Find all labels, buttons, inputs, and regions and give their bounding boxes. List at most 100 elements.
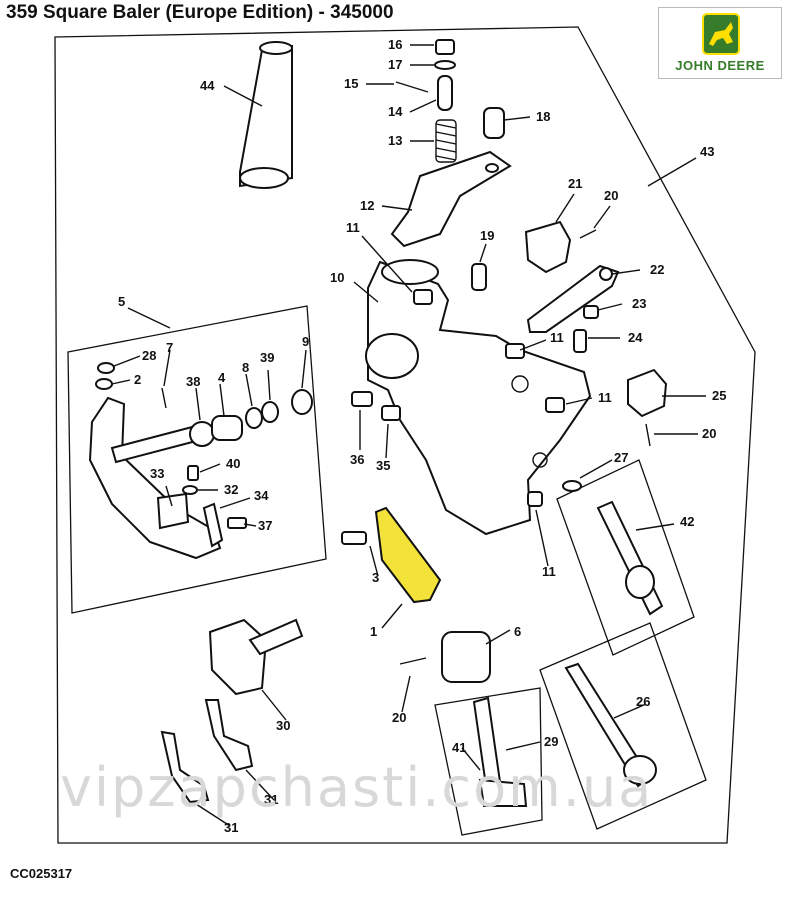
callout-30: 30 [276,718,290,733]
callout-44: 44 [200,78,215,93]
bolt-24 [573,329,587,353]
fitting-11c [545,397,565,413]
callout-41: 41 [452,740,466,755]
watermark: vipzapchasti.com.ua [60,756,653,819]
callout-5: 5 [118,294,125,309]
hub-30 [208,618,304,696]
callout-13: 13 [388,133,402,148]
callout-9: 9 [302,334,309,349]
callout-16: 16 [388,37,402,52]
callout-20-right: 20 [702,426,716,441]
nut-32 [182,485,198,495]
fitting-11a [413,289,433,305]
cotter-pin-15 [395,81,429,93]
callout-31-right: 31 [264,792,278,807]
pin-20c [399,657,427,665]
fitting-11d [527,491,543,507]
callout-27: 27 [614,450,628,465]
group-29-box [434,687,543,836]
bolt-40 [187,465,199,481]
callout-24: 24 [628,330,643,345]
bolt-3 [341,531,367,545]
washer-2 [95,378,113,390]
bolt-37 [227,517,247,529]
plate-33 [156,492,190,530]
callout-20-bottom: 20 [392,710,406,725]
lever-31a [160,730,210,804]
washer-9 [291,389,313,415]
pin-20a [579,229,597,239]
callout-19: 19 [480,228,494,243]
callout-34: 34 [254,488,269,503]
callout-42: 42 [680,514,694,529]
group-5-box [67,305,327,614]
callout-11-mid: 11 [550,330,564,345]
callout-12: 12 [360,198,374,213]
callout-40: 40 [226,456,240,471]
brand-logo: JOHN DEERE [658,7,782,79]
shaft-29 [472,696,528,807]
callout-38: 38 [186,374,200,389]
pin-14 [437,75,453,111]
leader-lines [111,44,706,827]
highlighted-part-1 [374,506,442,604]
elbow-36 [351,391,373,407]
brand-name: JOHN DEERE [675,58,765,73]
shaft-26 [564,662,657,788]
callout-22: 22 [650,262,664,277]
callout-8: 8 [242,360,249,375]
callout-6: 6 [514,624,521,639]
washer-8 [245,407,263,429]
callout-43: 43 [700,144,714,159]
callout-39: 39 [260,350,274,365]
callout-11-right: 11 [598,390,612,405]
callout-10: 10 [330,270,344,285]
fitting-19 [471,263,487,291]
page-title: 359 Square Baler (Europe Edition) - 3450… [6,2,394,23]
callout-7: 7 [166,340,173,355]
gear-21 [524,220,572,274]
plate-34 [202,502,224,548]
washer-27 [562,480,582,492]
group-26-box [539,622,707,830]
gear-25 [627,368,668,418]
bushing-18 [483,107,505,139]
callout-15: 15 [344,76,358,91]
callout-1: 1 [370,624,377,639]
callout-4: 4 [218,370,226,385]
lever-31b [204,699,254,772]
bracket-12 [390,150,512,248]
callout-14: 14 [388,104,403,119]
callout-35: 35 [376,458,390,473]
nut-28 [97,362,115,374]
sleeve-4 [211,415,243,441]
callout-20-top: 20 [604,188,618,203]
pin-20b [645,423,651,447]
assembly-frame [54,26,756,844]
fitting-11b [505,343,525,359]
callout-32: 32 [224,482,238,497]
callout-31-left: 31 [224,820,238,835]
group-42-box [556,459,695,656]
callout-33: 33 [150,466,164,481]
lever-22 [526,264,620,333]
tube-44 [239,41,293,189]
spring-13 [435,119,457,163]
callout-18: 18 [536,109,550,124]
callout-2: 2 [134,372,141,387]
shaft-42 [596,500,664,616]
callout-29: 29 [544,734,558,749]
callout-36: 36 [350,452,364,467]
deer-icon [702,13,740,55]
bushing-38 [189,421,215,447]
callout-3: 3 [372,570,379,585]
pin-7 [161,387,167,409]
housing-10 [365,259,592,536]
castle-nut-16 [435,39,455,55]
callout-11-top: 11 [346,220,360,235]
callout-23: 23 [632,296,646,311]
callout-17: 17 [388,57,402,72]
callout-11-bottom: 11 [542,564,556,579]
diagram-code: CC025317 [10,866,73,881]
